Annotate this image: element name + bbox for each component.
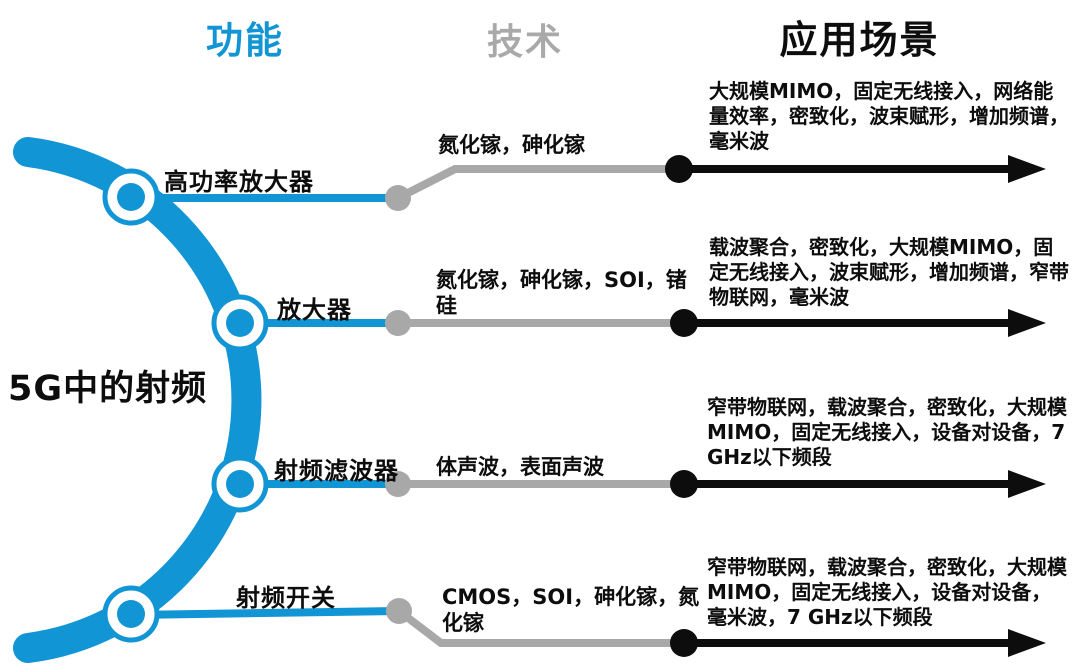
row4-node-ring-icon (102, 585, 160, 643)
row3-node-ring-icon (211, 455, 269, 513)
column-header-application: 应用场景 (779, 18, 940, 62)
row4-technology-line (396, 607, 683, 647)
row3-gray-junction-dot-icon (385, 471, 411, 497)
root-title: 5G中的射频 (8, 369, 208, 409)
function-label-row4: 射频开关 (236, 584, 336, 612)
applications-text-row1: 大规模MIMO，固定无线接入，网络能量效率，密致化，波束赋形，增加频谱，毫米波 (709, 79, 1069, 153)
function-label-row1: 高功率放大器 (164, 168, 314, 196)
row1-technology-line (396, 165, 683, 202)
row2-gray-junction-dot-icon (385, 310, 411, 336)
row3-application-arrow-icon (670, 470, 1046, 498)
row2-node-ring-icon (211, 294, 269, 352)
applications-text-row3: 窄带物联网，载波聚合，密致化，大规模MIMO，固定无线接入，设备对设备，7 GH… (707, 395, 1073, 469)
column-header-technology: 技术 (486, 22, 563, 63)
row1-node-ring-icon (102, 168, 160, 226)
applications-text-row2: 载波聚合，密致化，大规模MIMO，固定无线接入，波束赋形，增加频谱，窄带物联网，… (709, 235, 1069, 309)
row2-application-arrow-icon (670, 309, 1046, 337)
applications-text-row4: 窄带物联网，载波聚合，密致化，大规模MIMO，固定无线接入，设备对设备，毫米波，… (707, 555, 1067, 629)
technology-label-row2: 氮化镓，砷化镓，SOI，锗硅 (436, 268, 687, 318)
row4-gray-junction-dot-icon (386, 598, 412, 624)
function-label-row2: 放大器 (277, 296, 352, 324)
technology-label-row3: 体声波，表面声波 (436, 455, 604, 479)
column-header-function: 功能 (206, 19, 284, 62)
function-label-row3: 射频滤波器 (274, 457, 399, 485)
row4-application-arrow-icon (670, 629, 1046, 657)
row1-application-arrow-icon (665, 155, 1046, 183)
row1-gray-junction-dot-icon (385, 185, 411, 211)
row4-function-line (132, 607, 400, 619)
technology-label-row4: CMOS，SOI，砷化镓，氮化镓 (442, 585, 700, 635)
technology-label-row1: 氮化镓，砷化镓 (438, 133, 585, 157)
